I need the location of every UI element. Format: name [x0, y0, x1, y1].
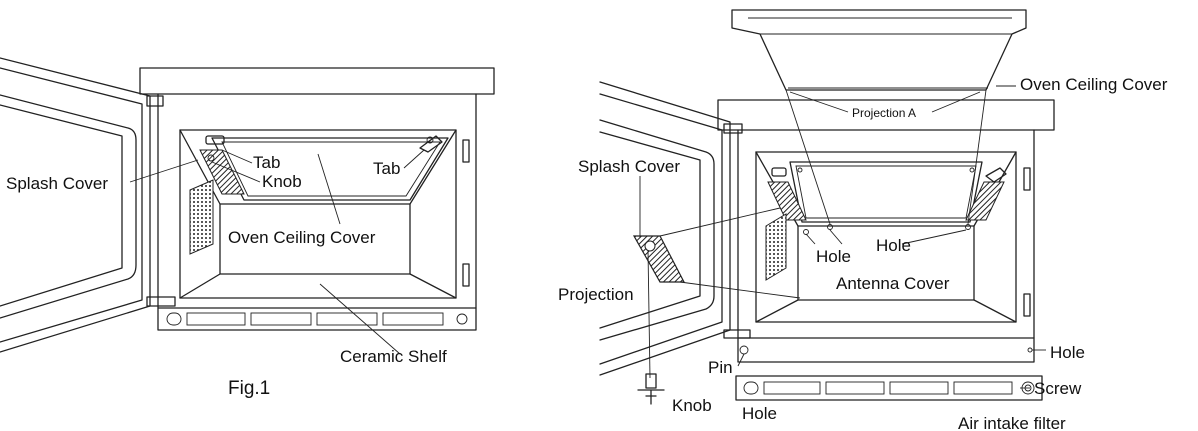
fig2-label-oven-ceiling-cover: Oven Ceiling Cover [1020, 75, 1168, 94]
fig1-label-tab-right: Tab [373, 159, 400, 178]
fig1-door [0, 57, 176, 353]
fig1-cabinet [139, 67, 495, 331]
fig1-caption: Fig.1 [228, 378, 270, 399]
fig2-label-air-intake-filter: Air intake filter [958, 414, 1066, 431]
fig1-label-ceramic-shelf: Ceramic Shelf [340, 347, 447, 366]
fig2-label-hole-center: Hole [876, 236, 911, 255]
fig1-label-oven-ceiling-cover: Oven Ceiling Cover [228, 228, 376, 247]
figure-2: Oven Ceiling Cover Projection A Splash C… [558, 9, 1168, 431]
fig1-label-splash-cover: Splash Cover [6, 174, 108, 193]
fig1-leaders [129, 149, 425, 355]
fig2-label-pin: Pin [708, 358, 733, 377]
fig2-splash-cover [632, 176, 685, 405]
fig2-label-antenna-cover: Antenna Cover [836, 274, 950, 293]
fig2-label-screw: Screw [1034, 379, 1082, 398]
fig2-leaders [659, 85, 1046, 389]
knob-icon [637, 373, 665, 405]
fig1-label-knob: Knob [262, 172, 302, 191]
fig2-label-hole-left: Hole [816, 247, 851, 266]
fig2-label-projection-a: Projection A [852, 106, 916, 120]
fig2-label-splash-cover: Splash Cover [578, 157, 680, 176]
fig1-label-tab-left: Tab [253, 153, 280, 172]
fig2-label-hole-bottom: Hole [742, 404, 777, 423]
fig2-label-projection: Projection [558, 285, 634, 304]
fig2-label-knob: Knob [672, 396, 712, 415]
fig2-label-hole-right: Hole [1050, 343, 1085, 362]
fig2-door [599, 81, 751, 376]
fig2-air-intake-filter [735, 375, 1043, 401]
figure-1: Splash Cover Tab Knob Tab Oven Ceiling C… [0, 57, 495, 399]
fig2-cabinet [717, 99, 1055, 363]
fig2-alignment-lines [785, 89, 987, 225]
fig2-ceiling-cover [731, 9, 1027, 91]
